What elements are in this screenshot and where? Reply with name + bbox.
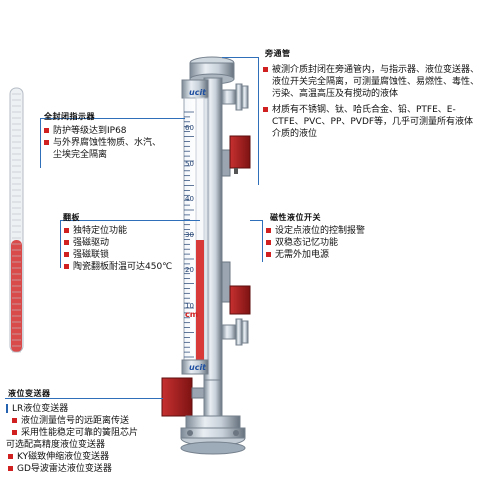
indicator-connector [40,118,185,119]
switch-lower [221,261,251,315]
top-cap [189,56,235,85]
scale-label: 60 [185,124,194,132]
switch-item-1: 设定点液位的控制报警 [266,225,476,237]
transmitter-title: 液位变送器 [8,389,51,398]
transmitter-extra-2: GD导波雷达液位变送器 [8,463,181,475]
transmitter-lr: LR液位变送器 [6,403,181,415]
switch-item-2: 双稳态记忆功能 [266,237,476,249]
flap-bracket [60,220,61,268]
flap-title: 翻板 [63,213,80,222]
flap-item-2: 强磁驱动 [64,237,194,249]
indicator-bracket [40,118,41,168]
indicator-item-2: 与外界腐蚀性物质、水汽、尘埃完全隔离 [44,137,164,161]
transmitter-connector [5,398,163,399]
switch-item-3: 无需外加电源 [266,249,476,261]
indicator-title: 全封闭指示器 [44,112,95,121]
scale-label: 10 [185,301,194,310]
reference-tube [9,87,24,353]
transmitter-lr-item-1: 液位测量信号的远距离传送 [12,415,181,427]
bypass-list: 被测介质封闭在旁通管内，与指示器、液位变送器、液位开关完全隔离，可测量腐蚀性、易… [263,64,479,140]
bypass-bracket [258,57,259,185]
scale-label: 50 [185,159,194,168]
switch-list: 设定点液位的控制报警 双稳态记忆功能 无需外加电源 [266,225,476,261]
flap-list: 独特定位功能 强磁驱动 强磁联锁 陶瓷翻板耐温可达450℃ [64,225,194,273]
transmitter-list: LR液位变送器 液位测量信号的远距离传送 采用性能稳定可靠的簧阻芯片 可选配高精… [6,403,181,475]
bypass-title: 旁通管 [265,49,291,58]
transmitter-extra-1: KY磁致伸缩液位变送器 [8,451,181,463]
flap-connector [60,220,200,221]
transmitter-lr-item-2: 采用性能稳定可靠的簧阻芯片 [12,427,181,439]
scale-label: 20 [185,266,194,274]
upper-flange [221,83,249,111]
unit-label: cm [185,310,199,319]
bypass-connector [222,57,259,58]
flap-item-1: 独特定位功能 [64,225,194,237]
switch-connector [250,220,263,221]
bottom-flange [180,379,246,455]
bypass-item-1: 被测介质封闭在旁通管内，与指示器、液位变送器、液位开关完全隔离，可测量腐蚀性、易… [263,64,479,100]
flap-item-3: 强磁联锁 [64,249,194,261]
switch-upper [221,135,251,177]
indicator-item-1: 防护等级达到IP68 [44,125,164,137]
switch-title: 磁性液位开关 [270,213,321,222]
flap-item-4: 陶瓷翻板耐温可达450℃ [64,261,194,273]
transmitter [161,377,205,417]
switch-bracket [262,220,263,262]
brand-label-upper: ucit [189,88,207,97]
scale-label: 40 [185,195,194,203]
brand-label-lower: ucit [189,363,207,372]
lower-flange [221,318,249,346]
scale-label: 30 [185,230,194,239]
indicator-list: 防护等级达到IP68 与外界腐蚀性物质、水汽、尘埃完全隔离 [44,125,164,161]
indicator-panel [181,79,209,375]
transmitter-optional: 可选配高精度液位变送器 [6,440,106,450]
bypass-item-2: 材质有不锈钢、钛、哈氏合金、铅、PTFE、E-CTFE、PVC、PP、PVDF等… [263,104,479,140]
